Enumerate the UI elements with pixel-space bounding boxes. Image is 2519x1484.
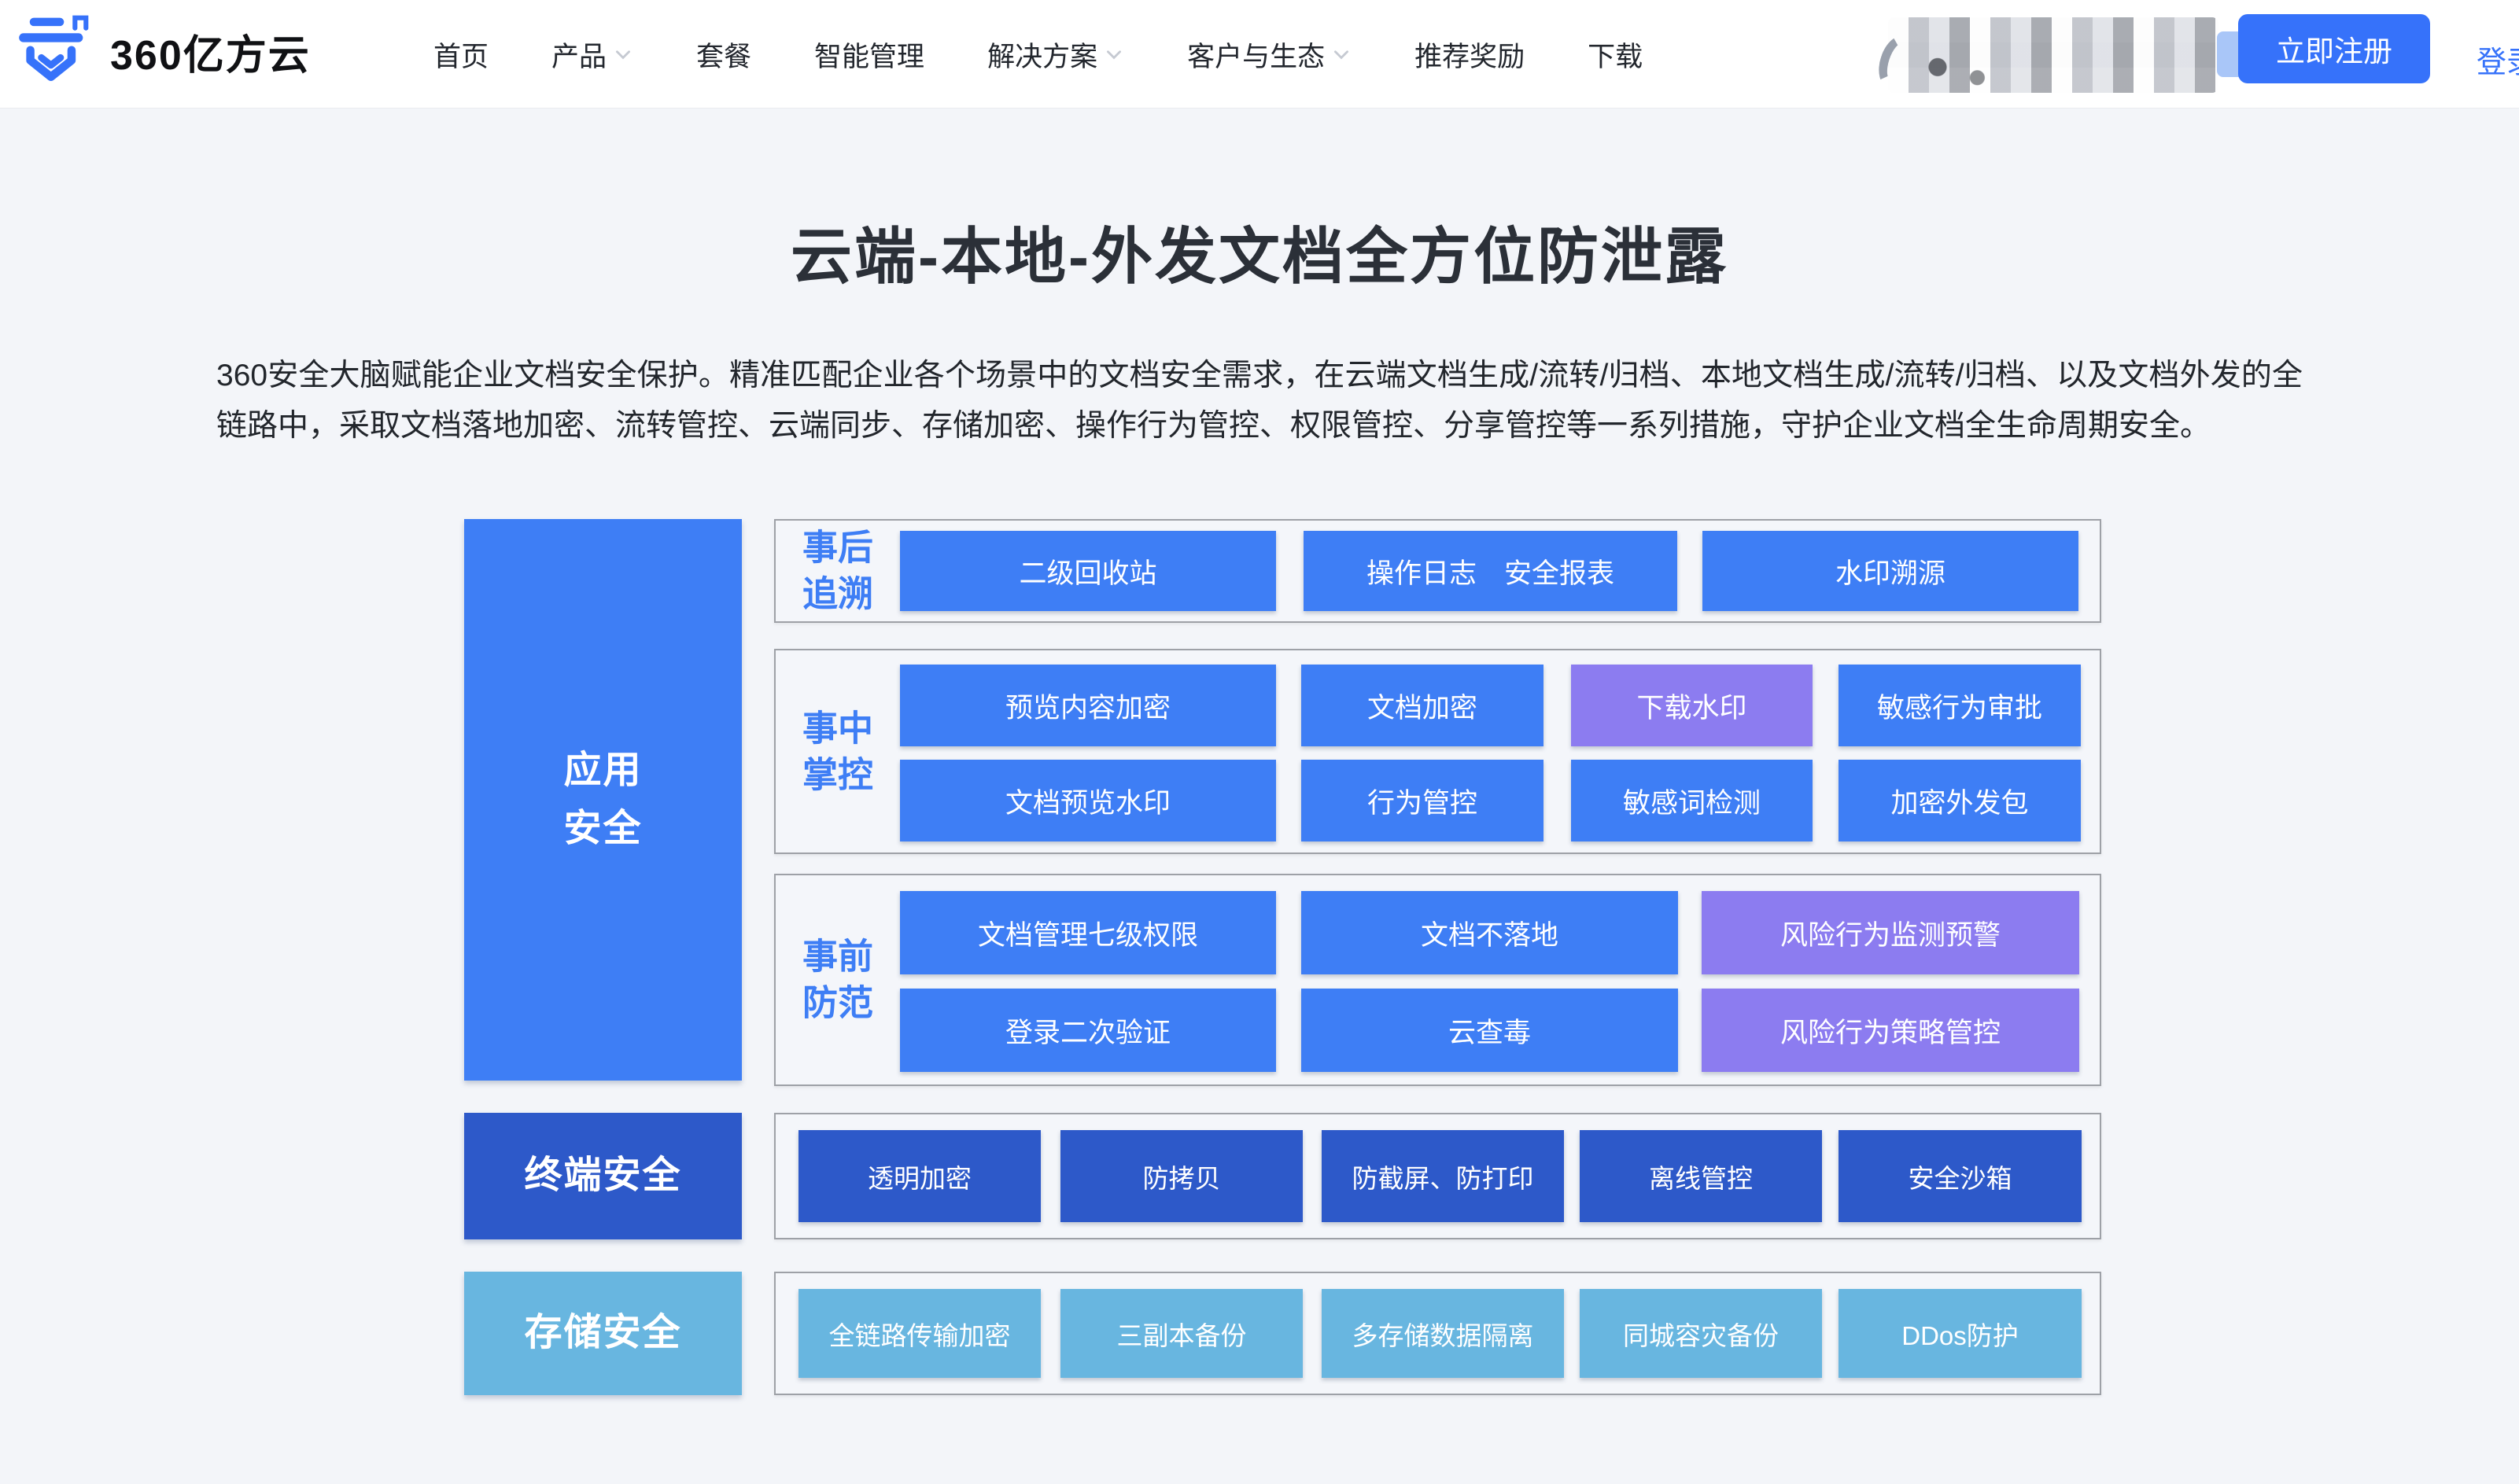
feature-box: 敏感词检测 — [1571, 760, 1813, 841]
feature-box: 预览内容加密 — [900, 665, 1276, 746]
panel-label: 事中 掌控 — [802, 708, 874, 795]
feature-box: 敏感行为审批 — [1839, 665, 2081, 746]
feature-box: DDos防护 — [1839, 1289, 2082, 1378]
main-nav: 首页 产品 套餐 智能管理 解决方案 客户与生态 推荐奖励 下载 — [433, 0, 1643, 109]
feature-box: 风险行为监测预警 — [1702, 891, 2079, 974]
feature-box: 三副本备份 — [1060, 1289, 1303, 1378]
nav-item-referral-rewards[interactable]: 推荐奖励 — [1414, 41, 1525, 72]
page-title: 云端-本地-外发文档全方位防泄露 — [791, 222, 1728, 291]
feature-box: 风险行为策略管控 — [1702, 989, 2079, 1072]
top-navbar: 360亿方云 首页 产品 套餐 智能管理 解决方案 客户与生态 推荐奖励 下载 … — [0, 0, 2519, 109]
feature-box: 离线管控 — [1580, 1130, 1822, 1222]
register-button[interactable]: 立即注册 — [2238, 14, 2430, 83]
feature-box: 下载水印 — [1571, 665, 1813, 746]
feature-box: 登录二次验证 — [900, 989, 1276, 1072]
feature-box: 防截屏、防打印 — [1322, 1130, 1564, 1222]
feature-box: 同城容灾备份 — [1580, 1289, 1822, 1378]
chevron-down-icon — [1107, 50, 1122, 60]
feature-box: 安全沙箱 — [1839, 1130, 2082, 1222]
panel-label: 事前 防范 — [802, 936, 874, 1023]
redacted-contact-blur — [1888, 17, 2244, 93]
brand[interactable]: 360亿方云 — [17, 9, 311, 93]
login-link[interactable]: 登录 — [2477, 46, 2519, 79]
feature-box: 全链路传输加密 — [798, 1289, 1041, 1378]
page-description: 360安全大脑赋能企业文档安全保护。精准匹配企业各个场景中的文档安全需求，在云端… — [216, 359, 2303, 443]
feature-box: 加密外发包 — [1839, 760, 2081, 841]
brand-name: 360亿方云 — [110, 32, 311, 79]
panel-terminal-security: 透明加密 防拷贝 防截屏、防打印 离线管控 安全沙箱 — [774, 1113, 2101, 1239]
chevron-down-icon — [1334, 50, 1349, 60]
shield-cloud-icon — [19, 15, 89, 81]
feature-box: 行为管控 — [1301, 760, 1543, 841]
category-application-security: 应用 安全 — [464, 519, 742, 1081]
feature-box: 文档不落地 — [1301, 891, 1678, 974]
nav-item-plans[interactable]: 套餐 — [696, 41, 752, 72]
feature-box: 云查毒 — [1301, 989, 1678, 1072]
nav-item-customers-ecosystem[interactable]: 客户与生态 — [1187, 35, 1352, 75]
feature-box: 文档加密 — [1301, 665, 1543, 746]
panel-in-event-control: 事中 掌控 预览内容加密 文档加密 下载水印 敏感行为审批 文档预览水印 行为管… — [774, 649, 2101, 854]
feature-box: 水印溯源 — [1702, 531, 2078, 611]
category-terminal-security: 终端安全 — [464, 1113, 742, 1239]
chevron-down-icon — [616, 50, 631, 60]
category-storage-security: 存储安全 — [464, 1272, 742, 1395]
nav-item-solutions[interactable]: 解决方案 — [987, 35, 1124, 75]
feature-box: 防拷贝 — [1060, 1130, 1303, 1222]
panel-pre-event-prevention: 事前 防范 文档管理七级权限 文档不落地 风险行为监测预警 登录二次验证 云查毒… — [774, 874, 2101, 1086]
nav-item-download[interactable]: 下载 — [1588, 41, 1643, 72]
panel-post-event-tracing: 事后 追溯 二级回收站 操作日志 安全报表 水印溯源 — [774, 519, 2101, 623]
feature-box: 二级回收站 — [900, 531, 1276, 611]
feature-box: 透明加密 — [798, 1130, 1041, 1222]
panel-label: 事后 追溯 — [802, 527, 874, 614]
feature-box: 文档预览水印 — [900, 760, 1276, 841]
feature-box: 操作日志 安全报表 — [1304, 531, 1677, 611]
security-matrix-diagram: 应用 安全 终端安全 存储安全 事后 追溯 二级回收站 操作日志 安全报表 水印… — [0, 519, 2519, 1408]
feature-box: 多存储数据隔离 — [1322, 1289, 1564, 1378]
nav-item-home[interactable]: 首页 — [433, 41, 489, 72]
panel-storage-security: 全链路传输加密 三副本备份 多存储数据隔离 同城容灾备份 DDos防护 — [774, 1272, 2101, 1395]
nav-item-smart-management[interactable]: 智能管理 — [814, 41, 925, 72]
nav-item-products[interactable]: 产品 — [551, 35, 633, 75]
feature-box: 文档管理七级权限 — [900, 891, 1276, 974]
